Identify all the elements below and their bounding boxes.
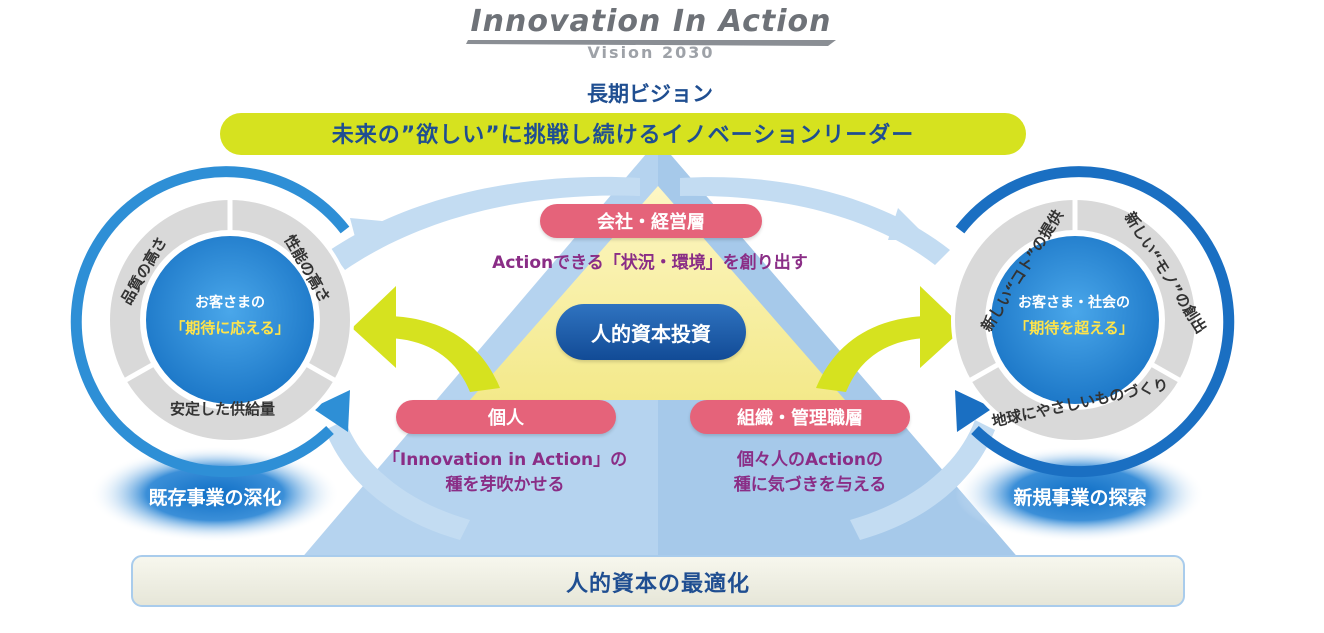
right-ring-divider-3 xyxy=(1149,361,1183,384)
organization-description-line1: 個々人のActionの xyxy=(737,450,883,470)
logo-swoosh xyxy=(466,40,836,46)
lime-arrowhead-left xyxy=(352,286,396,368)
management-description: Actionできる「状況・環境」を創り出す xyxy=(492,253,808,273)
individual-description-line2: 種を芽吹かせる xyxy=(445,475,565,495)
vision-statement: 未来の”欲しい”に挑戦し続けるイノベーションリーダー xyxy=(331,123,915,148)
flow-arrowhead-top-left xyxy=(350,218,392,256)
left-ring-divider-2 xyxy=(122,361,156,384)
logo-title: Innovation In Action xyxy=(470,4,832,39)
left-core-line1: お客さまの xyxy=(195,295,265,311)
flow-arrow-bottom-left xyxy=(325,420,470,540)
right-ring-arrowhead xyxy=(955,390,993,432)
left-core xyxy=(146,236,314,404)
foundation-bar-bg xyxy=(131,555,1185,607)
organization-pill: 組織・管理職層 xyxy=(690,400,910,434)
organization-description-line2: 種に気づきを与える xyxy=(733,475,887,495)
lime-arrow-right xyxy=(816,316,926,392)
flow-arrowhead-top-right xyxy=(888,208,930,240)
right-ring-outer xyxy=(955,166,1235,478)
right-core-line2: 「期待を超える」 xyxy=(1014,319,1134,337)
flow-arrow-top-left xyxy=(330,176,640,270)
left-ring-outer xyxy=(70,166,350,478)
left-glow xyxy=(90,446,340,542)
right-core xyxy=(991,236,1159,404)
left-ring-divider-3 xyxy=(304,361,338,384)
vision-label: 長期ビジョン xyxy=(587,82,713,106)
right-core-line1: お客さま・社会の xyxy=(1018,295,1130,311)
individual-description: 「Innovation in Action」の 種を芽吹かせる xyxy=(360,448,650,498)
flow-arrow-bottom-right xyxy=(850,420,995,540)
left-segment-supply: 安定した供給量 xyxy=(170,400,276,418)
background-triangle-shade xyxy=(658,140,1020,560)
lime-arrowhead-right xyxy=(920,286,964,368)
left-caption: 既存事業の深化 xyxy=(148,487,282,509)
logo-subtitle: Vision 2030 xyxy=(587,43,715,62)
left-core-line2: 「期待に応える」 xyxy=(170,319,290,337)
management-pill: 会社・経営層 xyxy=(540,204,762,238)
vision-banner-bg xyxy=(220,113,1026,155)
right-caption: 新規事業の探索 xyxy=(1013,487,1147,509)
individual-description-line1: 「Innovation in Action」の xyxy=(382,450,628,470)
right-glow xyxy=(955,446,1205,542)
right-ring-divider-2 xyxy=(967,361,1001,384)
foundation-label: 人的資本の最適化 xyxy=(565,572,750,597)
individual-pill: 個人 xyxy=(396,400,616,434)
left-ring-arrowhead xyxy=(312,390,350,432)
human-capital-investment-pill: 人的資本投資 xyxy=(556,304,746,360)
organization-description: 個々人のActionの 種に気づきを与える xyxy=(680,448,940,498)
lime-arrow-left xyxy=(390,316,500,392)
